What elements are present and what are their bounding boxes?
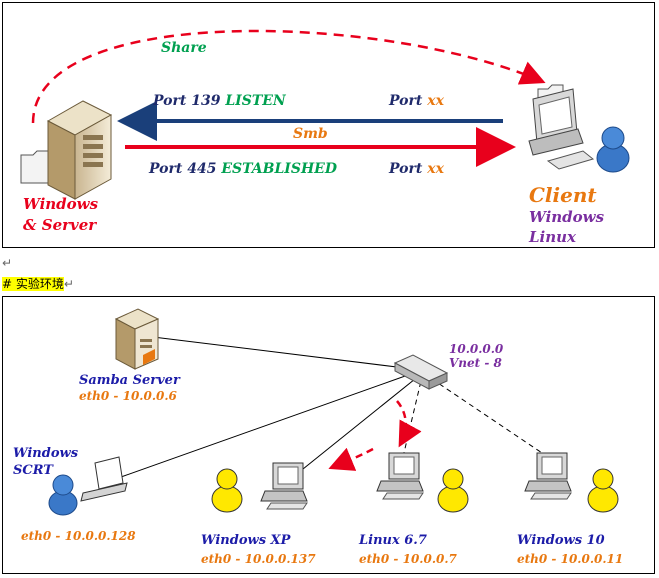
- share-label: Share: [161, 40, 207, 56]
- windows-crt-line2: SCRT: [13, 463, 53, 478]
- server-label-line1: Windows: [23, 195, 99, 213]
- samba-iface: eth0 - 10.0.0.6: [79, 389, 177, 403]
- client-computer-icon: [528, 88, 595, 170]
- flow-to-linux: [396, 400, 422, 448]
- win10-user-icon: [587, 468, 619, 513]
- port-139-label: Port 139 LISTEN: [153, 93, 286, 109]
- switch-network: 10.0.0.0: [449, 342, 504, 356]
- linux-user-icon: [437, 468, 469, 513]
- windows-crt-iface: eth0 - 10.0.0.128: [21, 529, 136, 543]
- server-tower-icon: [46, 100, 113, 200]
- samba-server-icon: [114, 308, 160, 370]
- server-folder-icon: [20, 150, 50, 184]
- smb-diagram-graphics: [20, 29, 630, 200]
- client-user-icon: [596, 126, 630, 173]
- section-heading: # 实验环境↵: [2, 277, 74, 291]
- client-os-windows: Windows: [529, 208, 605, 226]
- server-label-line2: & Server: [23, 216, 97, 234]
- win10-iface: eth0 - 10.0.0.11: [517, 552, 624, 566]
- client-port-top-label: Port xx: [389, 93, 444, 109]
- switch-icon: [393, 354, 449, 390]
- flow-to-xp: [328, 447, 374, 471]
- switch-vnet: Vnet - 8: [449, 356, 502, 370]
- link-samba: [152, 336, 414, 370]
- smb-label: Smb: [293, 126, 328, 142]
- link-linux: [402, 380, 422, 458]
- lab-network-panel: 10.0.0.0 Vnet - 8 Samba Server eth0 - 10…: [2, 296, 655, 574]
- link-windows-10: [434, 380, 549, 458]
- share-arc-arrow: [31, 29, 546, 124]
- return-mark: ↵: [2, 256, 13, 270]
- client-port-bottom-label: Port xx: [389, 161, 444, 177]
- xp-name: Windows XP: [201, 533, 291, 548]
- xp-computer-icon: [260, 462, 308, 510]
- linux-computer-icon: [376, 452, 424, 500]
- crt-user-icon: [48, 474, 78, 516]
- link-windows-xp: [302, 378, 416, 470]
- xp-user-icon: [211, 468, 243, 513]
- network-graphics: [48, 308, 619, 516]
- client-os-linux: Linux: [529, 228, 576, 246]
- client-title: Client: [529, 183, 597, 207]
- smb-diagram-panel: Share Smb Port 139 LISTEN Port xx Port 4…: [2, 2, 655, 248]
- port-445-label: Port 445 ESTABLISHED: [149, 161, 337, 177]
- win10-computer-icon: [524, 452, 572, 500]
- linux-name: Linux 6.7: [359, 533, 427, 548]
- established-state: ESTABLISHED: [221, 161, 337, 177]
- listen-state: LISTEN: [225, 93, 286, 109]
- laptop-icon: [80, 456, 128, 502]
- xp-iface: eth0 - 10.0.0.137: [201, 552, 316, 566]
- link-windows-crt: [120, 374, 409, 478]
- samba-name: Samba Server: [79, 373, 180, 388]
- linux-iface: eth0 - 10.0.0.7: [359, 552, 457, 566]
- windows-crt-line1: Windows: [13, 446, 79, 461]
- win10-name: Windows 10: [517, 533, 605, 548]
